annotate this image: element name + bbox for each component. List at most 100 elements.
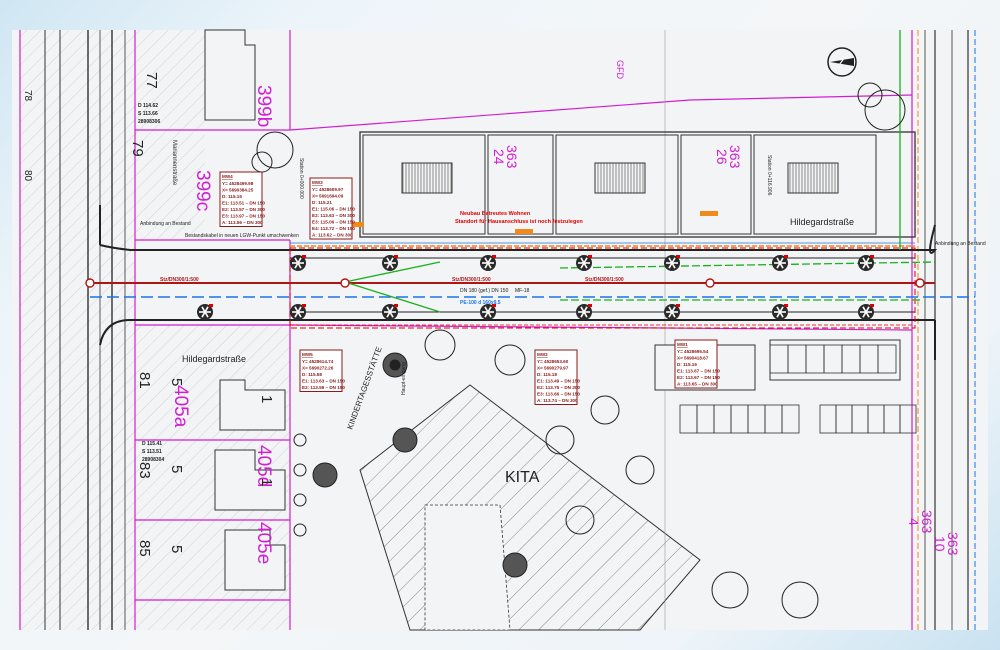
new-build-note-line2: Standort für Hausanschluss ist noch fest… <box>455 219 583 225</box>
connection-label-left: Anbindung an Bestand <box>140 221 191 227</box>
manhole-detail: X= 5691694.09 <box>312 194 344 199</box>
manhole-markers <box>85 278 925 288</box>
house-number-78: 78 <box>22 90 33 102</box>
landscape-trees <box>251 82 906 619</box>
parking-stall <box>899 404 917 434</box>
kita-label: KITA <box>505 469 540 486</box>
manhole-detail: Y= 4528609.97 <box>312 187 344 192</box>
gas-lines <box>344 30 936 313</box>
street-name-left: Hildegardstraße <box>182 354 246 364</box>
water-pipe-label: PE-100 d 160x9.5 <box>460 300 501 306</box>
house-number-77: 77 <box>143 72 160 89</box>
manhole-detail: D: 115.21 <box>312 200 332 205</box>
parcel-subnumber: 26 <box>714 149 730 165</box>
parking-stall <box>781 404 800 434</box>
electric-markers <box>350 211 718 234</box>
sewer-label-right: Stz/DN300/1:500 <box>585 277 624 283</box>
manhole-detail: A: 113.62 – DN 300 <box>312 233 353 238</box>
parcel-label-363-10: 363 10 <box>932 532 961 556</box>
manhole-detail: E1: 113.63 – DN 150 <box>302 379 345 384</box>
house-number-5b: 5 <box>168 465 185 473</box>
street-tree-icon <box>664 255 680 271</box>
level-s: S 113.66 <box>138 111 158 117</box>
parcel-number: 363 <box>727 145 743 169</box>
manhole-detail: E3: 115.06 – DN 150 <box>312 220 355 225</box>
manhole-detail: D: 115.58 <box>302 372 322 377</box>
manhole-title: MW2 <box>537 352 548 357</box>
manhole-detail: E2: 113.63 – DN 300 <box>312 213 355 218</box>
new-build-note-line1: Neubau Betreutes Wohnen <box>460 211 531 217</box>
house-number-1a: 1 <box>258 395 275 403</box>
parcel-subnumber: 24 <box>491 149 507 165</box>
svg-text:Z: Z <box>838 58 844 69</box>
connection-label-right: Anbindung an Bestand <box>935 241 986 247</box>
north-arrow-icon: Z <box>827 47 857 77</box>
street-tree-icon <box>382 255 398 271</box>
house-number-79: 79 <box>129 140 146 157</box>
house-number-5a: 5 <box>168 378 185 386</box>
level-annotation-bottom: D 115.41 S 113.51 28908304 <box>142 441 164 463</box>
manhole-detail: Y= 4528499.98 <box>222 181 254 186</box>
parcel-label-363-26: 363 26 <box>714 145 743 169</box>
parcel-subnumber: 4 <box>906 518 922 526</box>
main-entrance-label: Haupt-eingang <box>401 362 407 395</box>
manhole-detail: E1: 115.06 – DN 150 <box>312 207 355 212</box>
street-tree-icon <box>290 255 306 271</box>
street-tree-icon <box>858 255 874 271</box>
street-tree-icon <box>858 304 874 320</box>
manhole-detail: E2: 113.57 – DN 300 <box>222 207 265 212</box>
level-d: D 115.41 <box>142 441 162 447</box>
street-tree-icon <box>197 304 213 320</box>
manhole-detail: E1: 113.67 – DN 150 <box>677 369 720 374</box>
point-id: 28908304 <box>142 457 164 463</box>
level-annotation-top: D 114.62 S 113.66 28908306 <box>138 103 160 125</box>
manhole-detail: X= 5690384.25 <box>222 188 254 193</box>
existing-pipe-label: DN 180 (gef.) DN 150 <box>460 288 509 294</box>
parcel-label-399c: 399c <box>192 170 213 211</box>
street-tree-icon <box>576 304 592 320</box>
manhole-detail: E1: 113.49 – DN 150 <box>537 379 580 384</box>
parking-stalls <box>679 344 917 434</box>
manhole-title: MW1 <box>677 342 688 347</box>
manhole-detail: Y= 4528695.54 <box>677 349 709 354</box>
sewer-label-left: Stz/DN300/1:500 <box>160 277 199 283</box>
existing-houses <box>204 29 901 591</box>
manhole-title: MW4 <box>222 174 233 179</box>
parcel-number: 363 <box>945 532 961 556</box>
manhole-detail: E2: 113.59 – DN 150 <box>302 385 345 390</box>
level-d: D 114.62 <box>138 103 158 109</box>
parcel-number: 363 <box>504 145 520 169</box>
house-number-5c: 5 <box>168 545 185 553</box>
manhole-detail: E1: 113.51 – DN 150 <box>222 201 265 206</box>
street-tree-icon <box>290 304 306 320</box>
street-tree-icon <box>480 304 496 320</box>
manhole-detail: X= 5690272.26 <box>302 366 334 371</box>
parcel-subnumber: 10 <box>932 536 948 552</box>
manhole-detail: E2: 113.67 – DN 150 <box>677 375 720 380</box>
street-tree-icon <box>382 304 398 320</box>
manhole-detail: D: 115.15 <box>222 194 242 199</box>
parcel-label-405d: 405d <box>253 445 274 487</box>
manhole-detail: E2: 113.75 – DN 300 <box>537 385 580 390</box>
manhole-detail: Y= 4528653.60 <box>537 359 569 364</box>
parcel-label-405e: 405e <box>253 522 274 564</box>
manhole-detail: E3: 113.66 – DN 150 <box>537 392 580 397</box>
manhole-detail: Y= 4528614.74 <box>302 359 334 364</box>
manhole-detail: A: 113.74 – DN 300 <box>537 398 578 403</box>
parcel-label-405a: 405a <box>170 385 191 428</box>
parcel-boundaries <box>135 30 913 630</box>
house-number-85: 85 <box>136 540 153 557</box>
parcel-label-399b: 399b <box>253 85 274 127</box>
manhole-detail: E4: 113.72 – DN 150 <box>312 226 355 231</box>
street-trees <box>197 255 874 320</box>
street-tree-icon <box>576 255 592 271</box>
left-hatched-area <box>20 30 290 630</box>
manhole-info-box: MW3 Y= 4528609.97 X= 5691694.09D: 115.21E1… <box>309 177 355 240</box>
side-street-name: Mariannenstraße <box>171 140 177 186</box>
station-start: Station 0+000.000 <box>298 158 304 199</box>
parcel-number: 363 <box>919 510 935 534</box>
house-number-81: 81 <box>136 372 153 389</box>
manhole-title: MW3 <box>312 180 323 185</box>
